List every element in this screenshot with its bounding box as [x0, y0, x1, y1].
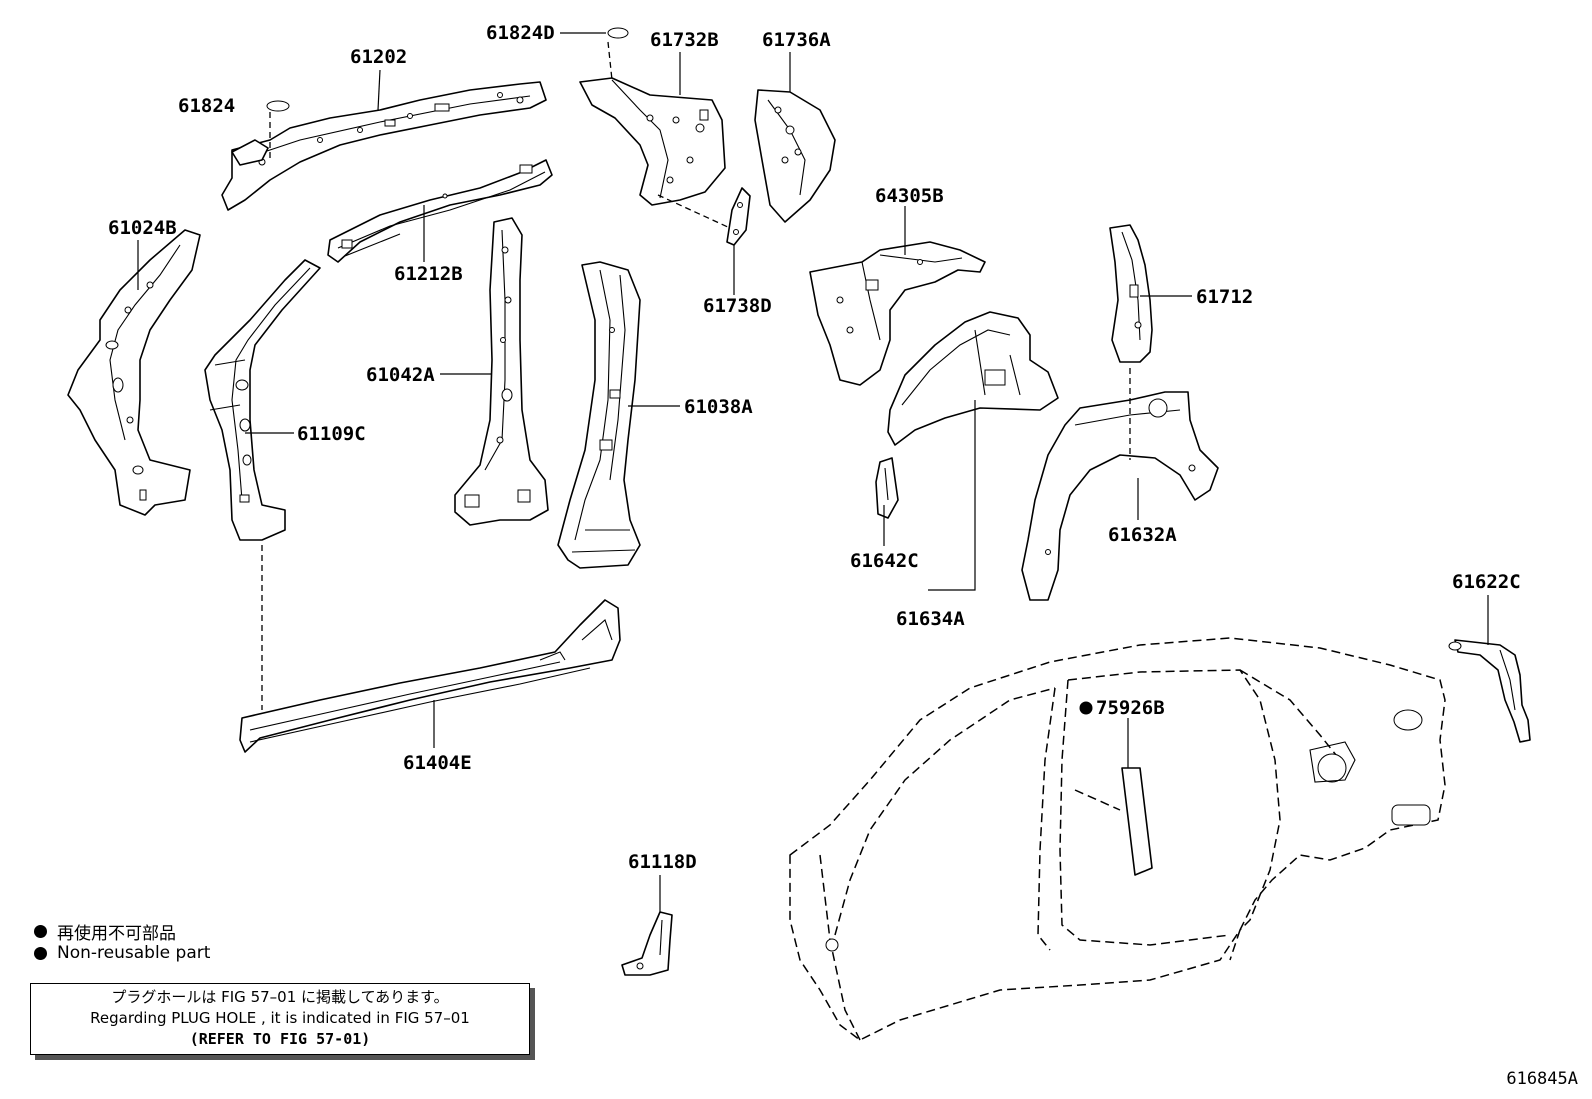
figure-code: 616845A [1506, 1069, 1578, 1089]
part-61712-drawing[interactable] [1109, 224, 1153, 363]
label-64305B: 64305B [875, 185, 944, 207]
legend-english: Non-reusable part [34, 943, 210, 963]
part-61118D-drawing[interactable] [621, 911, 673, 976]
non-reusable-dot-icon [34, 925, 47, 938]
note-ja: プラグホールは FIG 57–01 に掲載してあります。 [111, 988, 449, 1006]
label-61042A: 61042A [366, 364, 435, 386]
non-reusable-dot-icon [34, 946, 47, 960]
part-61634A-drawing[interactable] [887, 311, 1059, 446]
label-61109C: 61109C [297, 423, 366, 445]
label-61738D: 61738D [703, 295, 772, 317]
label-61118D: 61118D [628, 851, 697, 873]
legend-ja-text: 再使用不可部品 [57, 924, 176, 944]
part-61024B-drawing[interactable] [67, 229, 201, 516]
note-ref: (REFER TO FIG 57-01) [189, 1030, 371, 1048]
label-61642C: 61642C [850, 550, 919, 572]
part-61042A-drawing[interactable] [454, 217, 549, 526]
part-61732B-drawing[interactable] [579, 77, 726, 206]
label-75926B: 75926B [1096, 697, 1165, 719]
label-61212B: 61212B [394, 263, 463, 285]
label-61634A: 61634A [896, 608, 965, 630]
part-61824-drawing[interactable] [266, 100, 290, 112]
label-61736A: 61736A [762, 29, 831, 51]
label-61404E: 61404E [403, 752, 472, 774]
part-61632A-drawing[interactable] [1021, 391, 1219, 601]
label-61202: 61202 [350, 46, 407, 68]
part-61738D-drawing[interactable] [726, 187, 751, 246]
part-75926B-drawing[interactable] [1121, 767, 1153, 876]
part-61202-drawing[interactable] [221, 81, 547, 211]
non-reusable-marker [1079, 701, 1093, 715]
label-61712: 61712 [1196, 286, 1253, 308]
part-61404E-drawing[interactable] [239, 599, 621, 753]
legend-en-text: Non-reusable part [57, 943, 211, 963]
label-61622C: 61622C [1452, 571, 1521, 593]
label-61824D: 61824D [486, 22, 555, 44]
label-61024B: 61024B [108, 217, 177, 239]
part-61622C-drawing[interactable] [1448, 639, 1531, 743]
plug-hole-note-box: プラグホールは FIG 57–01 に掲載してあります。 Regarding P… [30, 983, 530, 1055]
part-61109C-drawing[interactable] [204, 259, 321, 541]
body-side-outer-drawing [789, 637, 1446, 1041]
part-61212B-drawing[interactable] [327, 159, 553, 263]
label-61732B: 61732B [650, 29, 719, 51]
legend-japanese: 再使用不可部品 [34, 919, 176, 944]
part-61824D-drawing[interactable] [607, 27, 629, 39]
label-61824: 61824 [178, 95, 235, 117]
label-61038A: 61038A [684, 396, 753, 418]
label-61632A: 61632A [1108, 524, 1177, 546]
part-61642C-drawing[interactable] [875, 457, 899, 519]
part-61038A-drawing[interactable] [557, 261, 641, 569]
part-64305B-drawing[interactable] [809, 241, 986, 386]
note-en: Regarding PLUG HOLE , it is indicated in… [90, 1009, 470, 1027]
part-61736A-drawing[interactable] [754, 89, 836, 223]
